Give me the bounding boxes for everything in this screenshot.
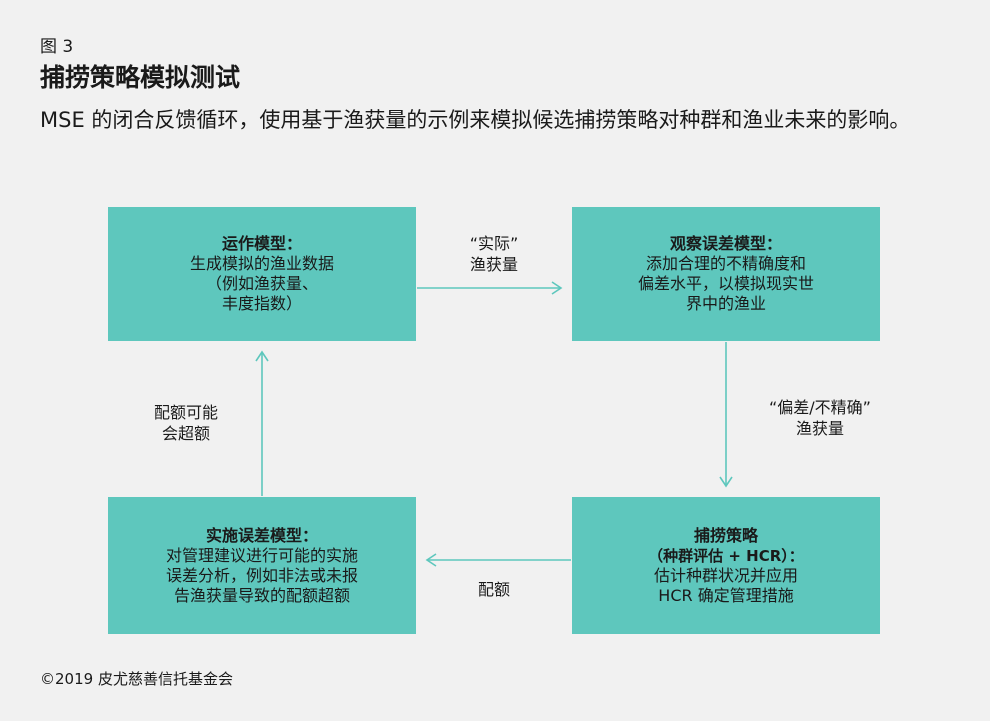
observation-model-box: 观察误差模型： 添加合理的不精确度和 偏差水平，以模拟现实世 界中的渔业 [572,207,880,341]
label-biased-catch: “偏差/不精确” 渔获量 [769,398,871,438]
arrowhead-observation-to-harvest [719,476,733,488]
observation-model-title: 观察误差模型： [669,234,782,253]
label-quota-exceeded: 配额可能 会超额 [153,403,218,443]
arrowhead-operating-to-observation [551,281,563,295]
operating-model-body: 生成模拟的渔业数据 （例如渔获量、 丰度指数） [189,254,334,313]
harvest-strategy-body: 估计种群状况并应用 HCR 确定管理措施 [653,565,798,605]
page-title: 捕捞策略模拟测试 [40,63,241,92]
observation-model-body: 添加合理的不精确度和 偏差水平，以模拟现实世 界中的渔业 [637,254,814,313]
label-quota: 配额 [477,580,510,599]
operating-model-title: 运作模型： [221,234,302,253]
copyright-footer: ©2019 皮尤慈善信托基金会 [40,670,233,688]
implementation-model-box: 实施误差模型： 对管理建议进行可能的实施 误差分析，例如非法或未报 告渔获量导致… [108,497,416,634]
implementation-model-title: 实施误差模型： [205,525,318,545]
arrowhead-harvest-to-implementation [425,553,437,567]
page-subtitle: MSE 的闭合反馈循环，使用基于渔获量的示例来模拟候选捕捞策略对种群和渔业未来的… [40,108,911,132]
figure-label: 图 3 [40,37,74,57]
arrowhead-implementation-to-operating [255,350,269,362]
label-actual-catch: “实际” 渔获量 [469,234,519,274]
implementation-model-body: 对管理建议进行可能的实施 误差分析，例如非法或未报 告渔获量导致的配额超额 [165,545,358,605]
harvest-strategy-title: 捕捞策略 [693,525,758,545]
harvest-strategy-box: 捕捞策略 （种群评估 + HCR）： 估计种群状况并应用 HCR 确定管理措施 [572,497,880,634]
operating-model-box: 运作模型： 生成模拟的渔业数据 （例如渔获量、 丰度指数） [108,207,416,341]
harvest-strategy-subtitle: （种群评估 + HCR）： [648,546,804,565]
